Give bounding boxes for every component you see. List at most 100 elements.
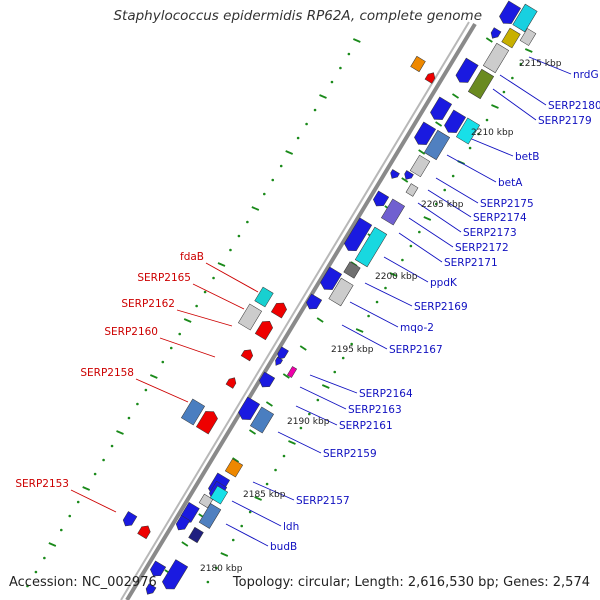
dot [511, 76, 514, 80]
gene-f40-shape [188, 526, 204, 544]
dot [316, 398, 320, 402]
dot [330, 80, 334, 84]
gene-f9 [430, 96, 453, 120]
gene-f17-shape [405, 183, 419, 197]
dot [237, 234, 241, 238]
dot [206, 580, 210, 584]
gene-f26-shape [277, 346, 289, 360]
label-serp2180: SERP2180 [548, 100, 600, 112]
leader-SERP2163 [299, 386, 347, 410]
tick-mark [299, 345, 307, 351]
dot [169, 346, 173, 350]
kbp-marker: 2190 kbp [287, 417, 330, 427]
label-fdab: fdaB [180, 251, 204, 263]
dot-tick [251, 206, 260, 211]
leader-ppdK [383, 256, 429, 283]
gene-r2-shape [424, 72, 436, 84]
dotted-track [26, 38, 533, 588]
gene-f13-shape [423, 129, 451, 161]
dot [102, 458, 105, 462]
gene-f16-shape [404, 170, 414, 180]
leader-SERP2159 [277, 431, 322, 454]
dot [468, 146, 472, 150]
label-serp2164: SERP2164 [359, 388, 413, 400]
gene-f32 [224, 458, 244, 478]
dot [136, 402, 139, 406]
backbone-line-outer [125, 22, 477, 600]
dot [341, 356, 345, 360]
gene-f3-shape [501, 27, 521, 49]
gene-f24-shape [328, 277, 354, 307]
gene-f27-shape [275, 356, 283, 366]
gene-f2 [512, 3, 538, 33]
dot [339, 66, 342, 70]
kbp-marker: 2185 kbp [243, 490, 286, 500]
label-serp2175: SERP2175 [480, 198, 534, 210]
gene-r5-shape [237, 303, 263, 331]
gene-r7 [240, 349, 254, 362]
leader-SERP2171 [398, 232, 443, 263]
gene-f25-shape [306, 293, 323, 310]
leader-SERP2158 [135, 378, 189, 403]
gene-labels: nrdGSERP2180SERP2179betBbetASERP2175SERP… [15, 69, 600, 553]
gene-f15 [390, 169, 400, 179]
dot [451, 174, 455, 178]
topology-text: Topology: circular; Length: 2,616,530 bp… [232, 575, 590, 590]
dot [110, 444, 114, 448]
tick-mark [435, 121, 443, 127]
dot [240, 524, 244, 528]
label-nrdg: nrdG [573, 69, 599, 81]
gene-f6-shape [455, 57, 479, 83]
tick-mark [181, 541, 189, 547]
dot [409, 244, 413, 248]
leader-ldh [231, 500, 282, 527]
gene-f22 [343, 261, 361, 279]
kbp-marker: 2180 kbp [200, 564, 243, 574]
dot [313, 108, 317, 112]
leader-SERP2172 [408, 217, 454, 248]
leader-SERP2161 [295, 405, 338, 426]
dot [308, 412, 311, 416]
chromosome-backbone [120, 21, 477, 600]
label-serp2158: SERP2158 [80, 367, 134, 379]
dot [203, 290, 207, 294]
tick-mark [401, 177, 409, 183]
leader-SERP2153 [70, 489, 117, 513]
gene-f17 [405, 183, 419, 197]
label-budb: budB [270, 541, 297, 553]
gene-f36 [209, 485, 229, 505]
dot-tick [389, 272, 398, 277]
dot [271, 178, 275, 182]
gene-f4 [490, 27, 502, 39]
label-serp2179: SERP2179 [538, 115, 592, 127]
label-serp2162: SERP2162 [121, 298, 175, 310]
gene-f11 [455, 117, 481, 145]
kbp-marker: 2215 kbp [519, 59, 562, 69]
leader-fdaB [205, 262, 259, 293]
gene-f31-shape [249, 406, 275, 434]
gene-f19 [380, 198, 406, 226]
dot [144, 388, 148, 392]
gene-f13 [423, 129, 451, 161]
leader-SERP2162 [176, 309, 233, 327]
gene-f21-shape [354, 226, 388, 268]
label-serp2153: SERP2153 [15, 478, 69, 490]
map-title: Staphylococcus epidermidis RP62A, comple… [113, 8, 482, 24]
dot-tick [254, 496, 262, 501]
leader-mqo-2 [349, 301, 399, 328]
gene-r3-shape [254, 286, 274, 308]
dot [347, 52, 351, 56]
label-serp2172: SERP2172 [455, 242, 509, 254]
dot-tick [48, 542, 57, 547]
gene-f42 [162, 559, 189, 590]
gene-f12 [414, 121, 437, 145]
kbp-marker: 2210 kbp [471, 128, 514, 138]
gene-f8-shape [467, 68, 495, 100]
dot [274, 468, 277, 472]
gene-f38 [198, 503, 222, 529]
label-serp2159: SERP2159 [323, 448, 377, 460]
dot [59, 528, 63, 532]
gene-f27 [275, 356, 283, 366]
